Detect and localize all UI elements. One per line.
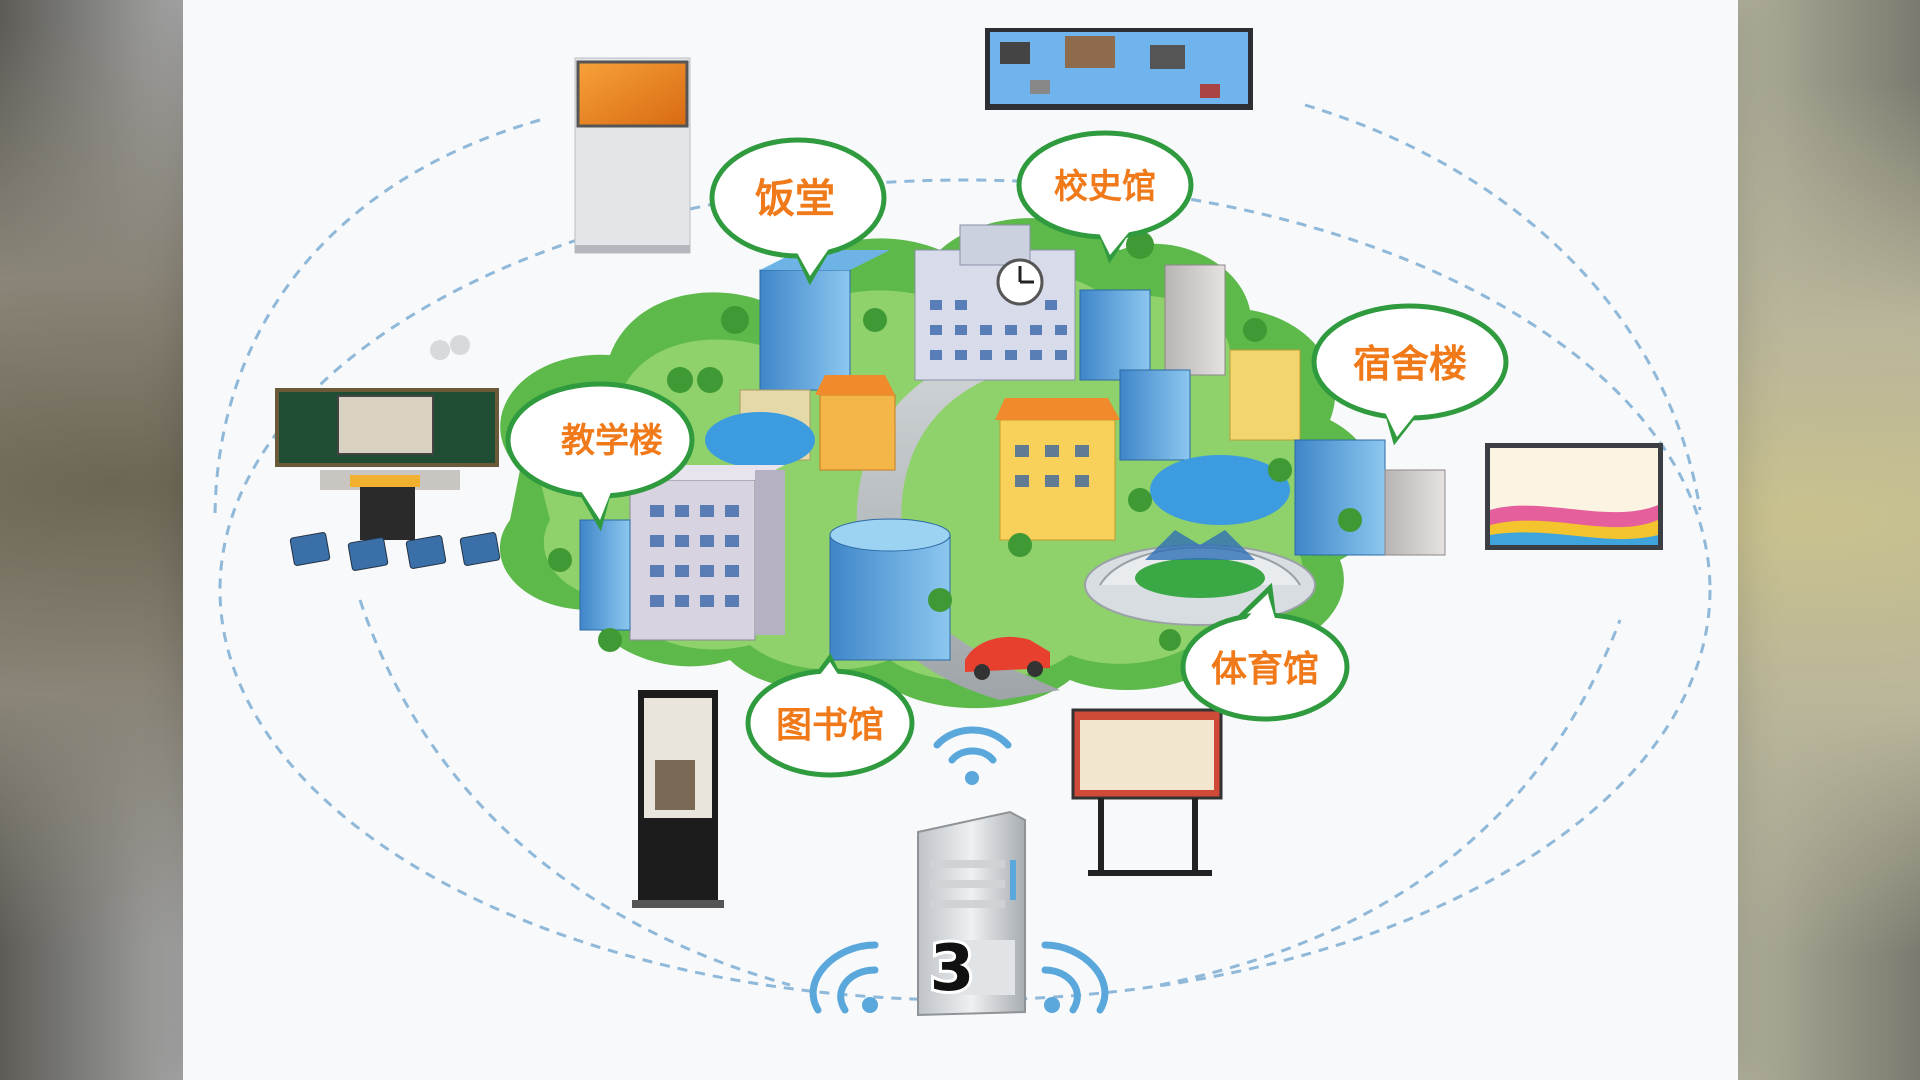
car-icon <box>965 636 1050 680</box>
label-canteen: 饭堂 <box>755 176 835 222</box>
bubble-gymnasium: 体育馆 <box>1180 582 1350 722</box>
kiosk-terminal <box>574 57 691 254</box>
bubble-canteen: 饭堂 <box>709 137 887 286</box>
bulletin-display <box>1071 708 1223 876</box>
wall-display <box>985 28 1253 110</box>
server-icon <box>917 810 1026 1017</box>
wifi-icon <box>933 726 1012 785</box>
wifi-icon <box>809 941 879 1014</box>
campus-buildings <box>548 224 1446 680</box>
bubble-dormitory: 宿舍楼 <box>1311 303 1509 446</box>
label-library: 图书馆 <box>776 705 884 746</box>
label-teaching-building: 教学楼 <box>561 421 663 461</box>
smart-classroom <box>275 335 501 571</box>
standing-ad-screen <box>632 690 724 908</box>
bubble-library: 图书馆 <box>745 653 915 778</box>
label-gymnasium: 体育馆 <box>1211 649 1319 690</box>
server-badge: 3 <box>930 932 975 1006</box>
label-dormitory: 宿舍楼 <box>1353 342 1467 386</box>
banner-display <box>1485 443 1663 550</box>
label-history-museum: 校史馆 <box>1054 167 1156 207</box>
bubble-teaching-building: 教学楼 <box>505 381 695 532</box>
wifi-icon <box>1041 941 1109 1014</box>
bubble-history-museum: 校史馆 <box>1016 130 1194 264</box>
